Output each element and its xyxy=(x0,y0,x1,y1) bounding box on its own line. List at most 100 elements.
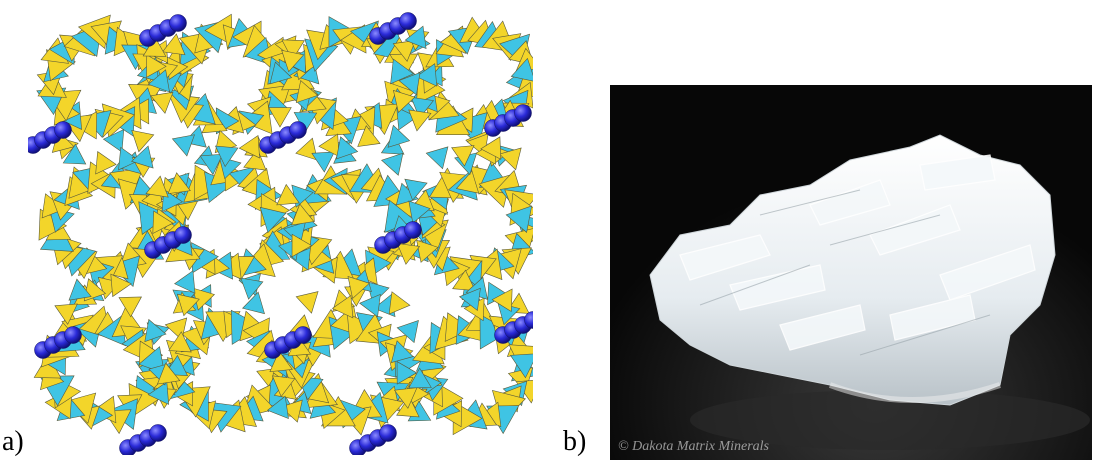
tetrahedron xyxy=(152,210,174,234)
ion-sphere xyxy=(54,121,72,139)
tetrahedron xyxy=(398,72,421,96)
tetrahedron xyxy=(396,319,419,344)
watermark: © Dakota Matrix Minerals xyxy=(618,439,770,454)
tetrahedron xyxy=(156,362,181,385)
framework-drawing xyxy=(28,12,533,455)
tetrahedron xyxy=(509,353,533,379)
tetrahedron xyxy=(357,125,381,147)
ion-sphere xyxy=(169,14,187,32)
panel-label-a: a) xyxy=(2,426,24,457)
tetrahedron xyxy=(416,239,439,263)
tetrahedron xyxy=(62,143,87,165)
tetrahedron xyxy=(146,54,167,78)
tetrahedron xyxy=(54,303,78,325)
tetrahedron xyxy=(150,91,174,114)
tetrahedron xyxy=(311,151,335,173)
tetrahedron xyxy=(410,96,435,119)
tetrahedron xyxy=(259,206,287,234)
tetrahedron xyxy=(408,109,432,132)
tetrahedron xyxy=(145,175,169,198)
tetrahedron xyxy=(452,269,476,291)
tetrahedron xyxy=(396,106,418,131)
mineral-photo: © Dakota Matrix Minerals xyxy=(610,85,1092,460)
tetrahedron xyxy=(68,278,92,301)
tetrahedron xyxy=(458,287,481,312)
tetrahedron xyxy=(392,40,416,62)
tetrahedron xyxy=(147,381,170,405)
tetrahedron xyxy=(318,133,340,158)
tetrahedron xyxy=(295,137,318,161)
tetrahedron xyxy=(269,61,293,85)
ion-sphere xyxy=(404,221,422,239)
tetrahedron xyxy=(243,148,267,171)
tetrahedron xyxy=(393,89,416,114)
tetrahedron xyxy=(480,136,502,160)
tetrahedron xyxy=(102,128,125,153)
ion-sphere xyxy=(379,424,397,442)
tetrahedron xyxy=(240,277,264,300)
tetrahedron xyxy=(271,375,296,398)
tetrahedron xyxy=(291,203,315,226)
tetrahedra-layer xyxy=(33,13,533,436)
tetrahedron xyxy=(331,294,354,319)
tetrahedron xyxy=(404,178,428,201)
tetrahedron xyxy=(242,291,265,315)
tetrahedron xyxy=(390,58,414,85)
tetrahedron xyxy=(396,361,418,385)
ion-sphere xyxy=(149,424,167,442)
tetrahedron xyxy=(268,107,292,128)
tetrahedron xyxy=(162,33,186,56)
tetrahedron xyxy=(214,145,239,168)
tetrahedron xyxy=(168,331,192,353)
tetrahedron xyxy=(266,395,289,419)
tetrahedron xyxy=(336,136,359,160)
ion-sphere xyxy=(174,226,192,244)
tetrahedron xyxy=(387,124,411,148)
tetrahedron xyxy=(281,49,305,73)
tetrahedron xyxy=(415,63,438,87)
tetrahedron xyxy=(381,152,404,176)
tetrahedron xyxy=(118,296,142,318)
tetrahedron xyxy=(95,151,117,175)
tetrahedron xyxy=(295,291,319,314)
crystal-specimen xyxy=(610,85,1092,460)
ion-sphere xyxy=(524,311,533,329)
tetrahedron xyxy=(276,183,300,206)
ion-sphere xyxy=(64,326,82,344)
tetrahedron xyxy=(281,39,305,61)
ion-sphere xyxy=(289,121,307,139)
ion-sphere xyxy=(294,326,312,344)
tetrahedron xyxy=(238,134,260,159)
tetrahedron xyxy=(171,134,195,157)
tetrahedron xyxy=(295,79,319,104)
tetrahedron xyxy=(491,288,513,313)
tetrahedron xyxy=(167,172,191,195)
tetrahedron xyxy=(451,145,475,167)
tetrahedron xyxy=(510,57,533,82)
tetrahedron xyxy=(505,205,533,233)
tetrahedron xyxy=(425,146,449,170)
tetrahedron xyxy=(147,69,170,93)
tetrahedron xyxy=(291,233,313,258)
tetrahedron xyxy=(396,243,421,265)
ion-chains-layer xyxy=(28,12,533,455)
tetrahedron xyxy=(174,270,196,294)
tetrahedron xyxy=(269,350,293,373)
tetrahedron xyxy=(118,146,140,171)
zeolite-framework-figure xyxy=(28,10,533,455)
panel-label-b: b) xyxy=(563,426,587,457)
tetrahedron xyxy=(131,129,155,153)
tetrahedron xyxy=(144,318,167,343)
ion-sphere xyxy=(399,12,417,30)
tetrahedron xyxy=(404,25,427,49)
tetrahedron xyxy=(176,293,200,317)
tetrahedron xyxy=(359,293,381,318)
tetrahedron xyxy=(408,200,431,224)
tetrahedron xyxy=(110,273,132,298)
tetrahedron xyxy=(408,367,432,389)
tetrahedron xyxy=(393,387,418,409)
tetrahedron xyxy=(131,145,154,169)
tetrahedron xyxy=(390,340,414,363)
tetrahedron xyxy=(347,275,370,300)
ion-sphere xyxy=(514,104,532,122)
